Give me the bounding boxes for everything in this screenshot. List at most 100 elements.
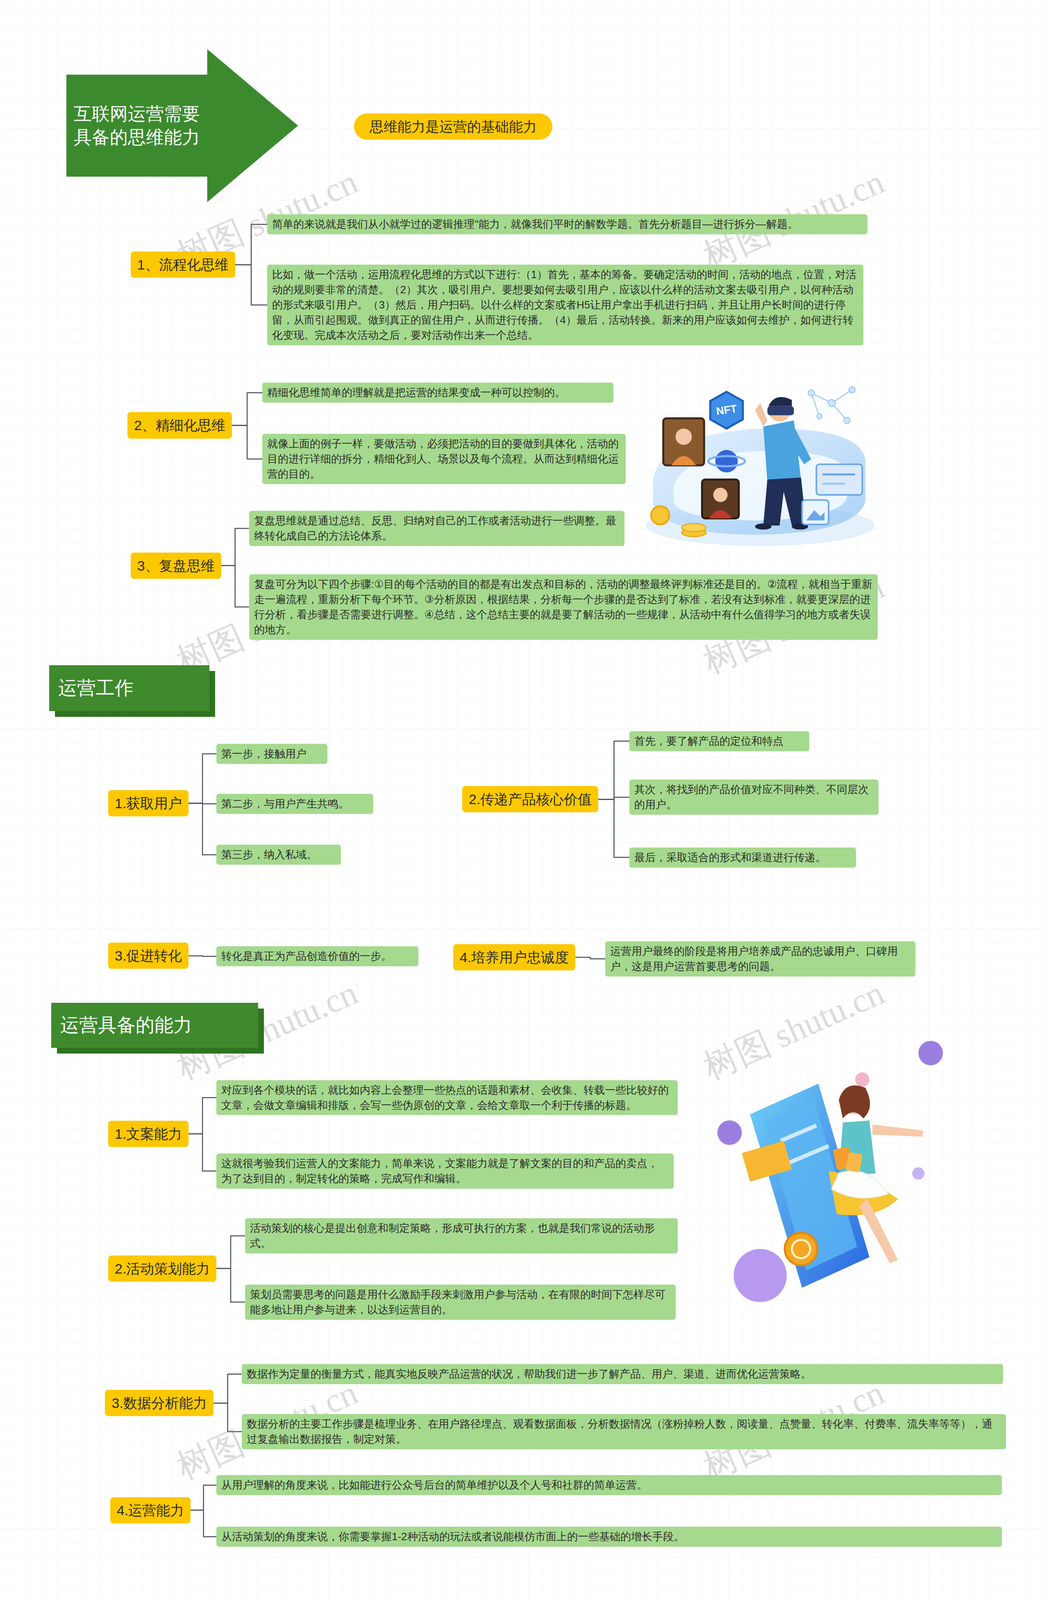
bracket-connector [598, 741, 630, 800]
branch-box: 3、复盘思维 [130, 552, 222, 579]
bracket-connector [213, 1374, 242, 1404]
branch-box: 3.促进转化 [108, 942, 189, 970]
note-box: 运营用户最终的阶段是将用户培养成产品的忠诚用户、口碑用户，这是用户运营首要思考的… [605, 941, 916, 977]
note-box: 复盘思维就是通过总结、反思、归纳对自己的工作或者活动进行一些调整。最终转化成自己… [249, 510, 625, 547]
note-text: 精细化思维简单的理解就是把运营的结果变成一种可以控制的。 [267, 385, 609, 401]
note-text: 第二步，与用户产生共鸣。 [221, 796, 369, 812]
bracket-connector [188, 1134, 217, 1172]
note-box: 就像上面的例子一样，要做活动，必须把活动的目的要做到具体化，活动的目的进行详细的… [262, 433, 626, 485]
note-text: 转化是真正为产品创造价值的一步。 [221, 949, 414, 965]
label-text: 1.获取用户 [114, 794, 182, 813]
note-text: 比如，做一个活动，运用流程化思维的方式以下进行:（1）首先，基本的筹备。要确定活… [272, 267, 859, 343]
label-text: 思维能力是运营的基础能力 [369, 117, 537, 136]
note-box: 从用户理解的角度来说，比如能进行公众号后台的简单维护以及个人号和社群的简单运营。 [216, 1475, 1003, 1496]
note-text: 从活动策划的角度来说，你需要掌握1-2种活动的玩法或者说能模仿市面上的一些基础的… [221, 1529, 998, 1545]
bracket-connector [221, 528, 250, 566]
bracket-connector [221, 565, 250, 608]
section-header: 运营工作 [49, 665, 210, 712]
label-text: 1.文案能力 [114, 1125, 182, 1144]
bracket-connector [188, 803, 217, 856]
branch-box: 4.培养用户忠诚度 [453, 944, 576, 971]
branch-box: 2、精细化思维 [127, 412, 232, 439]
note-text: 从用户理解的角度来说，比如能进行公众号后台的简单维护以及个人号和社群的简单运营。 [221, 1478, 998, 1494]
note-box: 第三步，纳入私域。 [216, 844, 341, 866]
note-text: 数据作为定量的衡量方式，能真实地反映产品运营的状况，帮助我们进一步了解产品、用户… [246, 1366, 999, 1383]
label-text: 4.运营能力 [116, 1501, 184, 1520]
note-text: 第一步，接触用户 [221, 746, 323, 762]
branch-box: 3.数据分析能力 [104, 1390, 214, 1417]
note-text: 对应到各个模块的话，就比如内容上会整理一些热点的话题和素材、会收集、转载一些比较… [221, 1083, 673, 1114]
note-text: 这就很考验我们运营人的文案能力，简单来说，文案能力就是了解文案的目的和产品的卖点… [221, 1156, 669, 1187]
note-box: 简单的来说就是我们从小就学过的逻辑推理"能力，就像我们平时的解数学题。首先分析题… [267, 214, 868, 235]
label-text: 互联网运营需要具备的思维能力 [66, 102, 208, 149]
note-box: 策划员需要思考的问题是用什么激励手段来刺激用户参与活动，在有限的时间下怎样尽可能… [245, 1285, 676, 1321]
note-text: 复盘可分为以下四个步骤:①目的每个活动的目的都是有出发点和目标的，活动的调整最终… [254, 576, 873, 638]
note-text: 最后，采取适合的形式和渠道进行传递。 [634, 850, 852, 866]
note-box: 从活动策划的角度来说，你需要掌握1-2种活动的玩法或者说能模仿市面上的一些基础的… [216, 1527, 1003, 1548]
subtitle-pill: 思维能力是运营的基础能力 [354, 113, 553, 140]
label-text: 1、流程化思维 [137, 255, 229, 274]
nft-illustration [645, 386, 875, 547]
note-box: 最后，采取适合的形式和渠道进行传递。 [629, 847, 857, 868]
note-text: 首先，要了解产品的定位和特点 [634, 733, 804, 750]
bracket-connector [188, 955, 217, 957]
label-text: 3.数据分析能力 [111, 1394, 207, 1413]
note-box: 活动策划的核心是提出创意和制定策略，形成可执行的方案，也就是我们常说的活动形式。 [245, 1218, 678, 1254]
bracket-connector [216, 1269, 245, 1303]
branch-box: 1.获取用户 [108, 790, 189, 817]
note-text: 数据分析的主要工作步骤是梳理业务、在用户路径埋点、观看数据面板，分析数据情况（涨… [246, 1416, 1002, 1448]
note-text: 运营用户最终的阶段是将用户培养成产品的忠诚用户、口碑用户，这是用户运营首要思考的… [610, 944, 911, 975]
title-arrow: 互联网运营需要具备的思维能力 [66, 49, 298, 203]
label-text: 2.传递产品核心价值 [468, 790, 592, 809]
bracket-connector [235, 264, 268, 305]
branch-box: 1、流程化思维 [130, 251, 236, 278]
note-box: 精细化思维简单的理解就是把运营的结果变成一种可以控制的。 [262, 382, 614, 403]
shopping-illustration [717, 1041, 943, 1303]
watermark: 树图 shutu.cn [696, 969, 892, 1092]
note-text: 活动策划的核心是提出创意和制定策略，形成可执行的方案，也就是我们常说的活动形式。 [249, 1221, 673, 1252]
note-box: 这就很考验我们运营人的文案能力，简单来说，文案能力就是了解文案的目的和产品的卖点… [216, 1153, 674, 1190]
branch-box: 4.运营能力 [110, 1497, 191, 1524]
bracket-connector [216, 1236, 245, 1270]
label-text: 4.培养用户忠诚度 [459, 948, 569, 967]
note-box: 转化是真正为产品创造价值的一步。 [216, 946, 419, 967]
note-box: 数据作为定量的衡量方式，能真实地反映产品运营的状况，帮助我们进一步了解产品、用户… [241, 1364, 1004, 1385]
label-text: 3.促进转化 [114, 946, 182, 965]
label-text: 2.活动策划能力 [114, 1260, 210, 1279]
bracket-connector [188, 753, 217, 804]
note-text: 简单的来说就是我们从小就学过的逻辑推理"能力，就像我们平时的解数学题。首先分析题… [272, 216, 863, 232]
bracket-connector [190, 1485, 217, 1511]
bracket-connector [190, 1510, 217, 1538]
note-text: 就像上面的例子一样，要做活动，必须把活动的目的要做到具体化，活动的目的进行详细的… [267, 436, 621, 482]
section-header: 运营具备的能力 [51, 1003, 259, 1049]
bracket-connector [598, 799, 630, 858]
bracket-connector [231, 425, 263, 459]
note-text: 其次，将找到的产品价值对应不同种类、不同层次的用户。 [634, 782, 874, 813]
note-text: 复盘思维就是通过总结、反思、归纳对自己的工作或者活动进行一些调整。最终转化成自己… [254, 513, 620, 544]
label-text: 2、精细化思维 [133, 416, 226, 435]
bracket-connector [575, 957, 606, 960]
note-box: 比如，做一个活动，运用流程化思维的方式以下进行:（1）首先，基本的筹备。要确定活… [267, 264, 863, 346]
bracket-connector [188, 1098, 217, 1135]
branch-box: 2.传递产品核心价值 [462, 786, 599, 813]
note-box: 数据分析的主要工作步骤是梳理业务、在用户路径埋点、观看数据面板，分析数据情况（涨… [241, 1414, 1006, 1450]
note-box: 对应到各个模块的话，就比如内容上会整理一些热点的话题和素材、会收集、转载一些比较… [216, 1080, 678, 1116]
title-area: 互联网运营需要具备的思维能力 [66, 74, 208, 177]
note-box: 第二步，与用户产生共鸣。 [216, 794, 374, 815]
bracket-connector [231, 392, 263, 426]
branch-box: 2.活动策划能力 [108, 1255, 217, 1283]
branch-box: 1.文案能力 [108, 1121, 189, 1148]
label-text: 运营工作 [58, 675, 134, 702]
note-box: 复盘可分为以下四个步骤:①目的每个活动的目的都是有出发点和目标的，活动的调整最终… [249, 574, 878, 641]
label-text: 3、复盘思维 [137, 556, 215, 575]
note-box: 其次，将找到的产品价值对应不同种类、不同层次的用户。 [629, 779, 879, 816]
note-box: 首先，要了解产品的定位和特点 [629, 731, 809, 752]
arrow-fill [66, 49, 298, 203]
arrow-shape [66, 49, 298, 203]
note-text: 策划员需要思考的问题是用什么激励手段来刺激用户参与活动，在有限的时间下怎样尽可能… [249, 1287, 671, 1318]
badge-text: NFT [715, 402, 738, 418]
label-text: 运营具备的能力 [60, 1012, 193, 1039]
note-text: 第三步，纳入私域。 [221, 847, 337, 863]
